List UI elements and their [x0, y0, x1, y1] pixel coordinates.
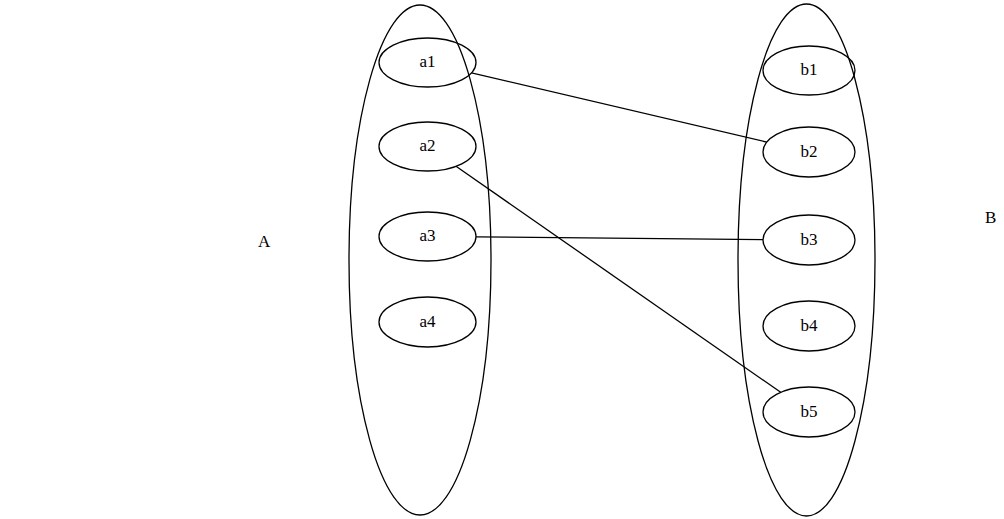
- element-ellipse: b2: [762, 126, 856, 178]
- set-outline: [737, 3, 876, 517]
- mapping-line: [476, 237, 763, 240]
- element-outline: [378, 121, 477, 172]
- element-outline: [762, 300, 856, 352]
- text-holder: a4: [378, 296, 477, 348]
- set-name: A: [258, 233, 270, 252]
- text-holder: a3: [378, 211, 477, 262]
- text-holder: a2: [378, 121, 477, 172]
- element-outline: [378, 296, 477, 348]
- element-name: a4: [419, 313, 435, 332]
- set-outline: [348, 4, 492, 516]
- element-outline: [762, 126, 856, 178]
- set-ellipse: Aa1a2a3a4: [348, 4, 492, 516]
- element-ellipse: a2: [378, 121, 477, 172]
- element-name: a3: [419, 227, 435, 246]
- element-ellipse: a4: [378, 296, 477, 348]
- text-holder: b2: [762, 126, 856, 178]
- element-name: b4: [801, 317, 818, 336]
- element-outline: [762, 386, 856, 438]
- element-ellipse: a1: [378, 37, 477, 88]
- element-outline: [762, 214, 856, 266]
- element-name: a2: [419, 137, 435, 156]
- element-ellipse: b1: [762, 45, 856, 96]
- mapping-line: [456, 166, 781, 392]
- element-ellipse: b4: [762, 300, 856, 352]
- element-outline: [378, 37, 477, 88]
- element-name: b3: [801, 231, 818, 250]
- element-name: b2: [801, 143, 818, 162]
- element-ellipse: b5: [762, 386, 856, 438]
- set-name: B: [985, 209, 996, 228]
- element-ellipse: b3: [762, 214, 856, 266]
- mapping-line: [472, 73, 767, 142]
- element-name: b5: [801, 403, 818, 422]
- element-name: a1: [419, 53, 435, 72]
- text-holder: b5: [762, 386, 856, 438]
- text-holder: a1: [378, 37, 477, 88]
- element-outline: [762, 45, 856, 96]
- element-name: b1: [801, 61, 818, 80]
- set-ellipse: Bb1b2b3b4b5: [737, 3, 876, 517]
- text-holder: b1: [762, 45, 856, 96]
- element-outline: [378, 211, 477, 262]
- text-holder: b4: [762, 300, 856, 352]
- element-ellipse: a3: [378, 211, 477, 262]
- text-holder: b3: [762, 214, 856, 266]
